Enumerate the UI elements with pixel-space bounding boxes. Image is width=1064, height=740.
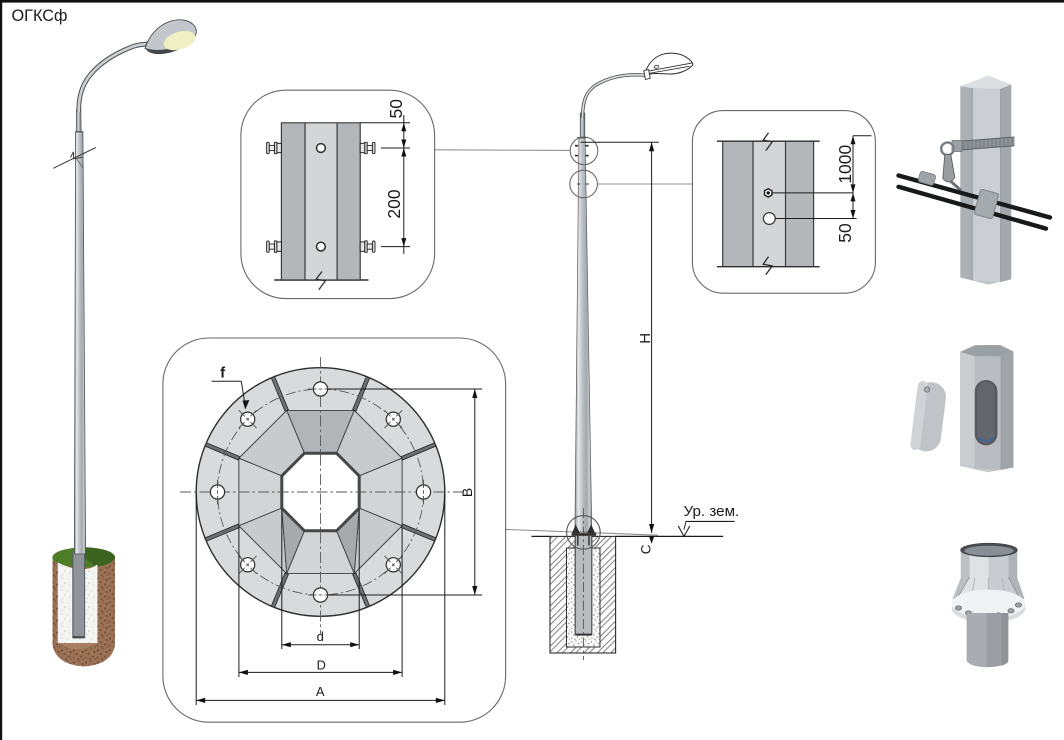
svg-text:Ур. зем.: Ур. зем. bbox=[684, 503, 740, 520]
svg-text:f: f bbox=[220, 364, 226, 381]
svg-text:1000: 1000 bbox=[835, 144, 855, 183]
svg-text:50: 50 bbox=[386, 99, 406, 119]
svg-text:A: A bbox=[316, 684, 325, 699]
svg-text:H: H bbox=[637, 333, 654, 344]
svg-text:ОГКСф: ОГКСф bbox=[12, 7, 68, 25]
svg-text:D: D bbox=[317, 658, 326, 673]
svg-text:B: B bbox=[459, 488, 475, 497]
svg-text:200: 200 bbox=[384, 189, 404, 218]
svg-text:C: C bbox=[639, 544, 654, 554]
svg-text:50: 50 bbox=[835, 223, 855, 243]
svg-text:d: d bbox=[317, 629, 324, 644]
